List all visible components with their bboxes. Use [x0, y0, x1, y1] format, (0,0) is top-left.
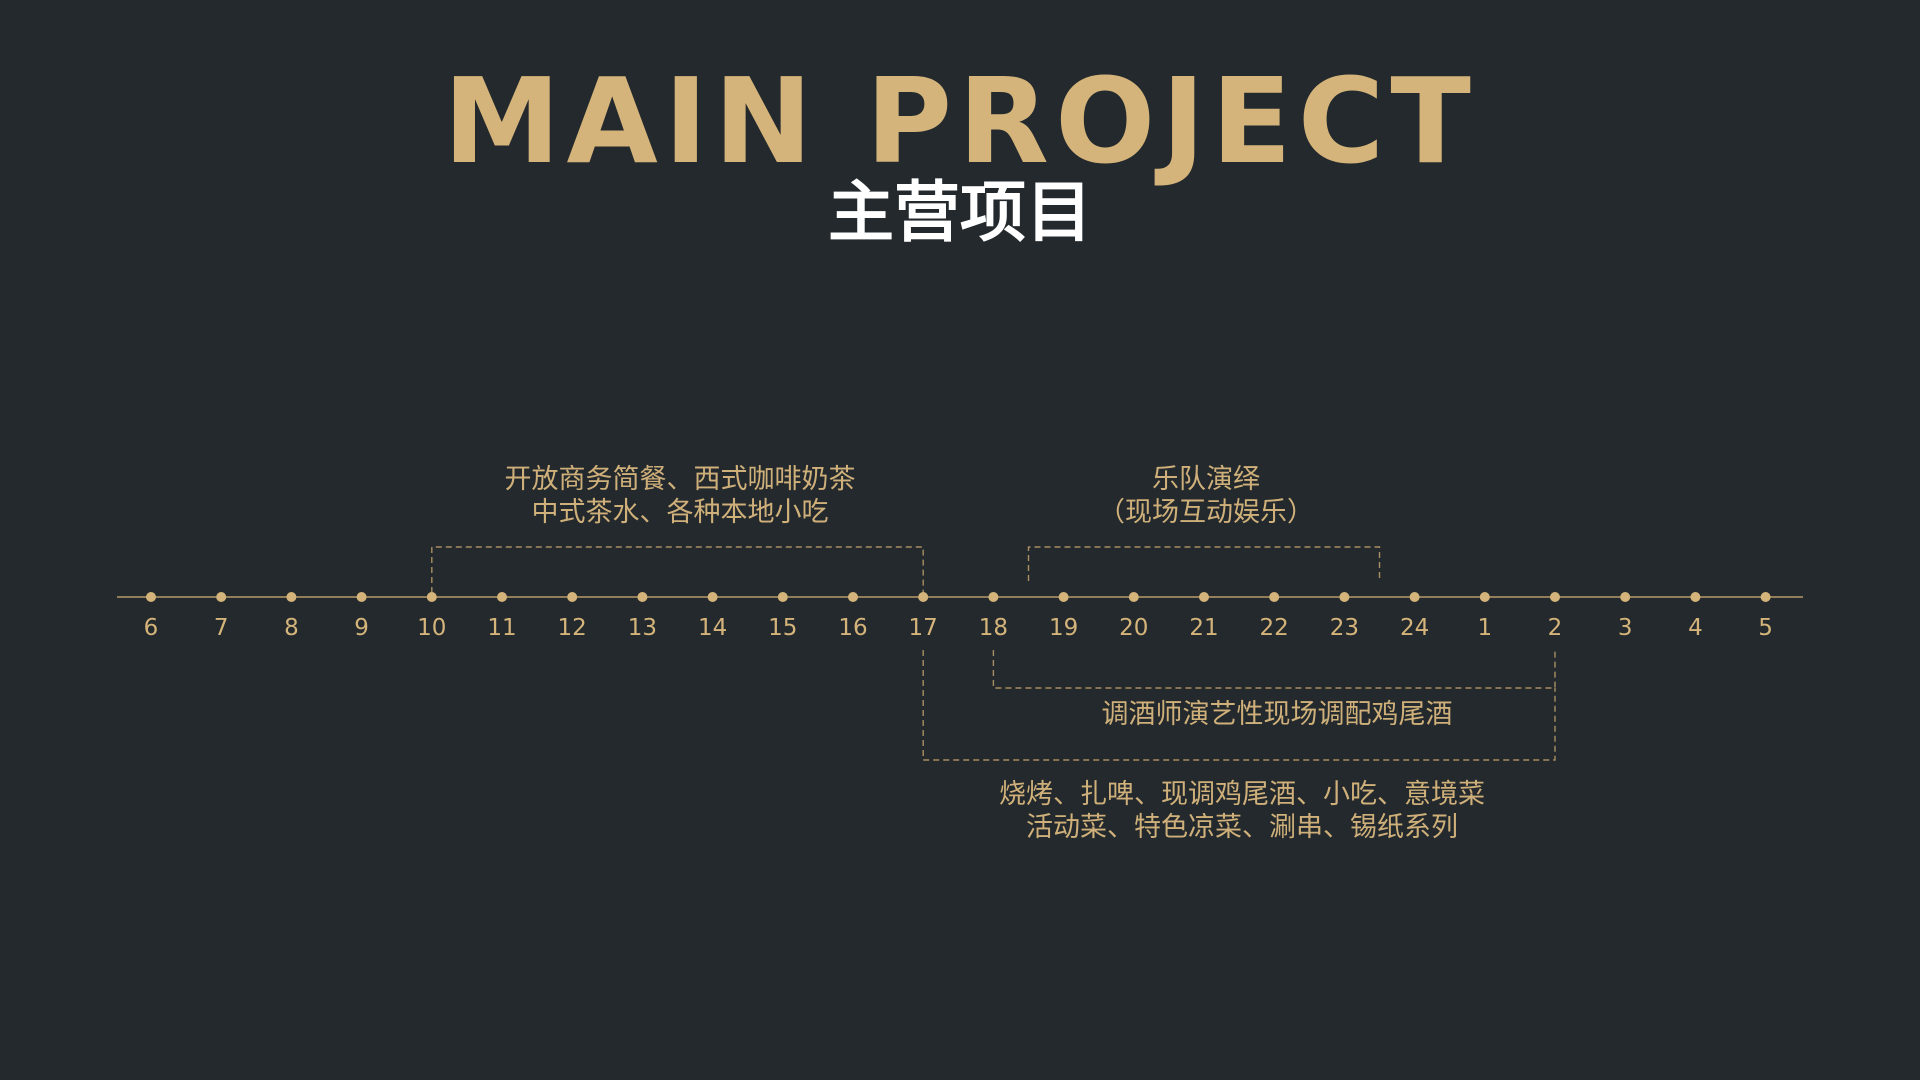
note-night-food: 烧烤、扎啤、现调鸡尾酒、小吃、意境菜 活动菜、特色凉菜、涮串、锡纸系列: [942, 778, 1542, 844]
hour-dot-20: [1128, 592, 1139, 602]
note-bartender-line-1: 调酒师演艺性现场调配鸡尾酒: [1101, 699, 1453, 730]
hour-dot-15: [777, 592, 788, 602]
hour-dot-19: [1058, 592, 1069, 602]
note-night-food-line-2: 活动菜、特色凉菜、涮串、锡纸系列: [1026, 812, 1458, 843]
hour-dot-12: [567, 592, 578, 602]
hour-label-21: 21: [1189, 615, 1218, 641]
hour-label-18: 18: [979, 615, 1008, 641]
hour-dot-7: [216, 592, 227, 602]
note-dining-line-1: 开放商务简餐、西式咖啡奶茶: [504, 464, 856, 495]
hour-label-15: 15: [768, 615, 797, 641]
hour-dot-13: [637, 592, 648, 602]
hour-label-17: 17: [909, 615, 938, 641]
hour-dot-5: [1760, 592, 1771, 602]
note-band-line-2: （现场互动娱乐）: [1098, 497, 1314, 528]
hour-dot-1: [1479, 592, 1490, 602]
bracket-bartender: [992, 650, 1556, 689]
hour-label-20: 20: [1119, 615, 1148, 641]
hour-dot-21: [1199, 592, 1209, 602]
hour-label-13: 13: [628, 615, 657, 641]
bracket-night-food: [922, 650, 1556, 761]
note-dining-line-2: 中式茶水、各种本地小吃: [531, 497, 829, 528]
hour-dot-16: [848, 592, 858, 602]
hour-dot-2: [1550, 592, 1560, 602]
hour-label-23: 23: [1330, 615, 1359, 641]
hour-label-14: 14: [698, 615, 727, 641]
hour-dot-11: [497, 592, 507, 602]
hour-dot-23: [1339, 592, 1350, 602]
bracket-band: [1027, 546, 1381, 581]
hour-dot-14: [707, 592, 718, 602]
hour-dot-10: [426, 592, 437, 602]
hour-label-3: 3: [1618, 615, 1633, 641]
hour-dot-24: [1409, 592, 1420, 602]
hour-label-8: 8: [284, 615, 299, 641]
hour-label-7: 7: [214, 615, 229, 641]
hour-dot-9: [356, 592, 367, 602]
hour-label-12: 12: [558, 615, 587, 641]
hour-dot-17: [918, 592, 929, 602]
hour-label-19: 19: [1049, 615, 1078, 641]
hour-label-11: 11: [487, 615, 516, 641]
bracket-group: [431, 546, 1556, 761]
hour-label-1: 1: [1477, 615, 1492, 641]
hour-label-10: 10: [417, 615, 446, 641]
hour-label-5: 5: [1758, 615, 1773, 641]
hour-label-4: 4: [1688, 615, 1703, 641]
hour-dot-6: [146, 592, 156, 602]
hour-label-16: 16: [838, 615, 867, 641]
hour-label-2: 2: [1548, 615, 1563, 641]
hour-dot-8: [286, 592, 297, 602]
hour-label-22: 22: [1260, 615, 1289, 641]
note-bartender: 调酒师演艺性现场调配鸡尾酒: [1027, 698, 1527, 731]
bracket-dining: [431, 546, 924, 593]
hour-dot-4: [1690, 592, 1701, 602]
hour-label-9: 9: [354, 615, 369, 641]
note-band-line-1: 乐队演绎: [1152, 464, 1260, 495]
hour-dot-18: [988, 592, 999, 602]
hour-label-6: 6: [144, 615, 159, 641]
title-chinese: 主营项目: [828, 174, 1092, 251]
hour-dot-3: [1620, 592, 1631, 602]
hour-label-24: 24: [1400, 615, 1429, 641]
hour-dot-22: [1269, 592, 1280, 602]
note-dining: 开放商务简餐、西式咖啡奶茶 中式茶水、各种本地小吃: [480, 463, 880, 529]
title-english: MAIN PROJECT: [443, 52, 1477, 190]
note-night-food-line-1: 烧烤、扎啤、现调鸡尾酒、小吃、意境菜: [999, 779, 1485, 810]
note-band: 乐队演绎 （现场互动娱乐）: [1056, 463, 1356, 529]
